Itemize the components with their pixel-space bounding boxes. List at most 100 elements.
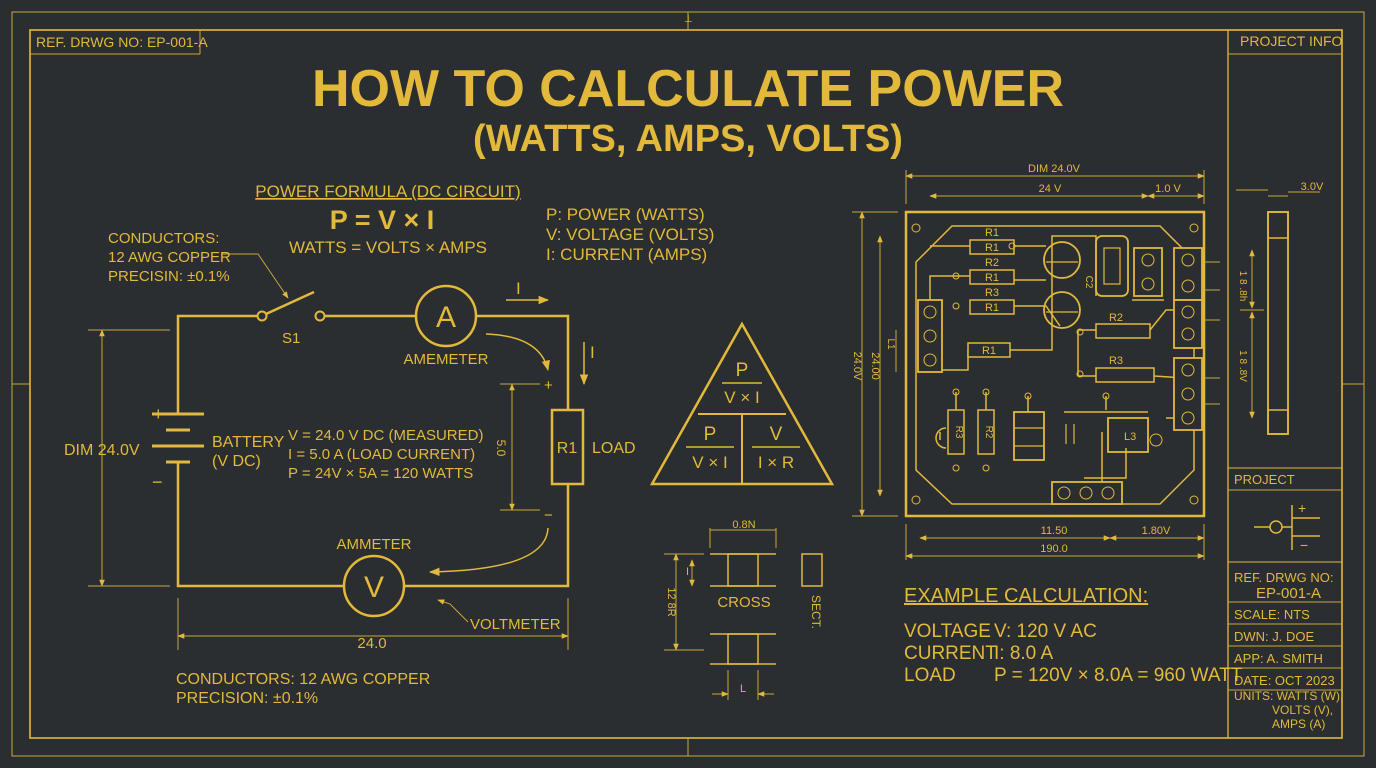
page-title: HOW TO CALCULATE POWER: [312, 60, 1064, 118]
tb-project: PROJECT: [1234, 472, 1295, 487]
triangle-right-v: V: [770, 424, 783, 445]
section-dim-side: 12 8R: [665, 587, 677, 616]
battery-label-2: (V DC): [212, 453, 261, 470]
conductors-note-2: 12 AWG COPPER: [108, 249, 231, 266]
drawing-frame: ⊥ + −: [11, 11, 1365, 757]
load-minus: −: [544, 507, 553, 524]
pcb-resistor-label: R3: [953, 426, 964, 439]
triangle-right-ixr: I × R: [758, 453, 794, 472]
voltmeter-symbol: V: [364, 571, 384, 604]
cross-section-detail: [664, 528, 823, 700]
load-plus: +: [544, 377, 553, 394]
pcb-dim-left-small: L1: [885, 338, 896, 350]
formula-words: WATTS = VOLTS × AMPS: [289, 238, 487, 257]
current-label-top: I: [516, 279, 521, 298]
voltmeter-label: VOLTMETER: [470, 616, 561, 633]
tb-plus: +: [1298, 500, 1306, 516]
tb-units-3: AMPS (A): [1272, 717, 1325, 731]
example-heading: EXAMPLE CALCULATION:: [904, 585, 1148, 607]
bottom-note-1: CONDUCTORS: 12 AWG COPPER: [176, 671, 430, 688]
sect-label: SECT.: [809, 595, 823, 629]
legend-voltage: V: VOLTAGE (VOLTS): [546, 225, 714, 244]
pcb-ic-label: L3: [1124, 431, 1136, 443]
ammeter-label: AMEMETER: [403, 351, 488, 368]
pcb-resistor-label: R3: [1109, 355, 1123, 367]
measurement-current: I = 5.0 A (LOAD CURRENT): [288, 446, 475, 463]
load-label: LOAD: [592, 440, 636, 457]
conductors-note-1: CONDUCTORS:: [108, 230, 219, 247]
triangle-top-vi: V × I: [724, 388, 759, 407]
section-dim-bottom: L: [740, 683, 746, 695]
dim-bottom-label: 24.0: [357, 635, 386, 652]
side-part-detail: [1236, 189, 1320, 435]
page-subtitle: (WATTS, AMPS, VOLTS): [473, 118, 903, 160]
ref-drawing-top: REF. DRWG NO: EP-001-A: [36, 34, 208, 50]
pcb-dim-bottom-2: 1.80V: [1142, 525, 1171, 537]
pcb-cap-label: C2: [1083, 276, 1094, 289]
switch-label: S1: [282, 330, 300, 347]
voltmeter-top-label: AMMETER: [337, 536, 412, 553]
tb-drawn: DWN: J. DOE: [1234, 629, 1314, 644]
power-triangle: [649, 321, 835, 486]
pcb-resistor-label: R3: [985, 287, 999, 299]
pcb-dim-10v: 1.0 V: [1155, 183, 1181, 195]
section-label: CROSS: [717, 594, 770, 611]
pcb-dim-bottom-1: 11.50: [1041, 525, 1068, 537]
pcb-layout: [852, 170, 1220, 560]
pcb-dim-top: DIM 24.0V: [1028, 163, 1081, 175]
current-label-right: I: [590, 343, 595, 362]
pcb-resistor-label: R1: [982, 345, 996, 357]
tb-ref-label: REF. DRWG NO:: [1234, 570, 1333, 585]
battery-minus: −: [152, 472, 163, 492]
dc-circuit: [88, 253, 589, 650]
example-row-value: P = 120V × 8.0A = 960 WATT: [994, 665, 1243, 686]
section-dim-small: I: [686, 566, 689, 578]
pcb-dim-side-1: 24.0V: [851, 352, 863, 381]
battery-label-1: BATTERY: [212, 434, 285, 451]
project-info-label: PROJECT INFO: [1240, 33, 1343, 49]
pcb-dim-24v: 24 V: [1039, 183, 1062, 195]
tb-ref-value: EP-001-A: [1256, 585, 1321, 602]
tb-date: DATE: OCT 2023: [1234, 673, 1335, 688]
tb-minus: −: [1300, 537, 1308, 553]
dim-left-label: DIM 24.0V: [64, 442, 140, 459]
pcb-resistor-label: R1: [985, 242, 999, 254]
triangle-left-vi: V × I: [692, 453, 727, 472]
dim-vertical-label: 5.0: [494, 440, 508, 457]
load-symbol: R1: [557, 440, 578, 457]
triangle-top-p: P: [736, 360, 749, 381]
ammeter-symbol: A: [436, 301, 456, 334]
example-row-value: V: 120 V AC: [994, 621, 1097, 642]
example-row-name: VOLTAGE: [904, 621, 991, 642]
example-row-name: LOAD: [904, 665, 956, 686]
section-dim-top: 0.8N: [732, 519, 755, 531]
tb-units-2: VOLTS (V),: [1272, 703, 1333, 717]
tb-units-1: UNITS: WATTS (W),: [1234, 689, 1343, 703]
legend-current: I: CURRENT (AMPS): [546, 245, 707, 264]
triangle-left-p: P: [704, 424, 717, 445]
measurement-voltage: V = 24.0 V DC (MEASURED): [288, 427, 483, 444]
pcb-resistor-label: R2: [983, 426, 994, 439]
side-dim-top: 3.0V: [1301, 181, 1324, 193]
pcb-resistor-label: R1: [985, 272, 999, 284]
side-dim-b: 1 8 .8V: [1237, 350, 1248, 382]
pcb-resistor-label: R2: [1109, 312, 1123, 324]
tb-scale: SCALE: NTS: [1234, 607, 1310, 622]
measurement-power: P = 24V × 5A = 120 WATTS: [288, 465, 473, 482]
tb-approved: APP: A. SMITH: [1234, 651, 1323, 666]
pcb-resistor-label: R1: [985, 302, 999, 314]
legend-power: P: POWER (WATTS): [546, 205, 705, 224]
pcb-dim-bottom-3: 190.0: [1040, 543, 1068, 555]
formula-main: P = V × I: [330, 205, 435, 235]
example-row-value: I: 8.0 A: [994, 643, 1053, 664]
bottom-note-2: PRECISION: ±0.1%: [176, 690, 318, 707]
pcb-dim-side-2: 24.00: [869, 352, 881, 380]
pcb-resistor-label: R2: [985, 257, 999, 269]
battery-plus: +: [153, 404, 164, 424]
pcb-resistor-label: R1: [985, 227, 999, 239]
conductors-note-3: PRECISIN: ±0.1%: [108, 268, 230, 285]
example-row-name: CURRENT: [904, 643, 997, 664]
side-dim-a: 1 8 .8h: [1237, 271, 1248, 302]
